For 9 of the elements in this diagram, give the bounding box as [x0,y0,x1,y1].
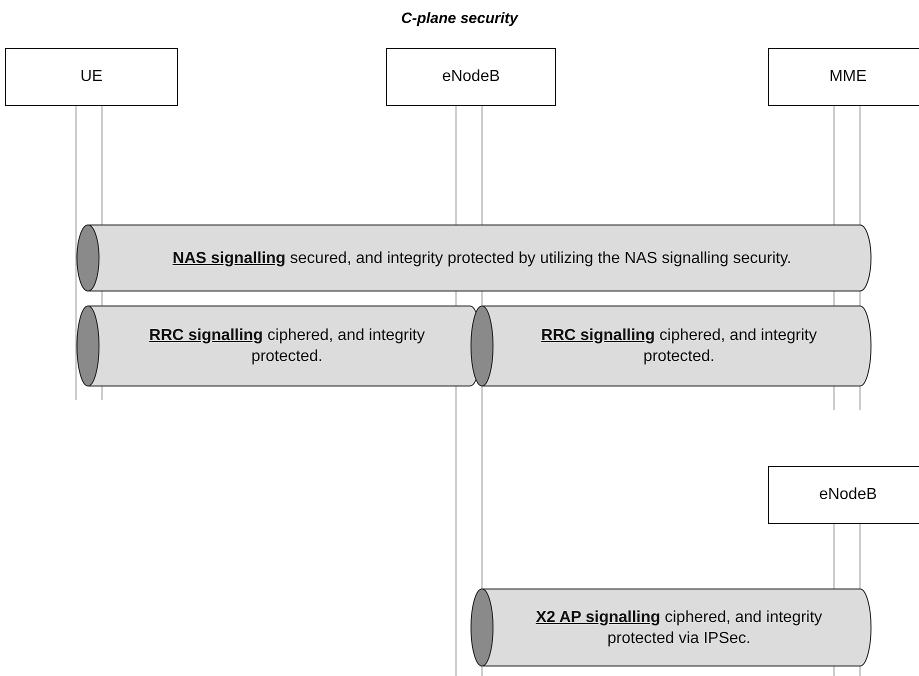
diagram-title: C-plane security [400,10,520,27]
entity-box: UE [5,48,178,106]
tunnel-description: RRC signalling ciphered, and integrity protected. [540,326,818,367]
entity-box: MME [768,48,919,106]
tunnel-description: NAS signalling secured, and integrity protected by utilizing the NAS signalling security. [172,248,792,268]
entity-box: eNodeB [768,466,919,524]
tunnel-description: X2 AP signalling ciphered, and integrity protected via IPSec. [534,608,824,648]
entity-box: eNodeB [386,48,556,106]
tunnel-description: RRC signalling ciphered, and integrity protected. [148,326,426,367]
